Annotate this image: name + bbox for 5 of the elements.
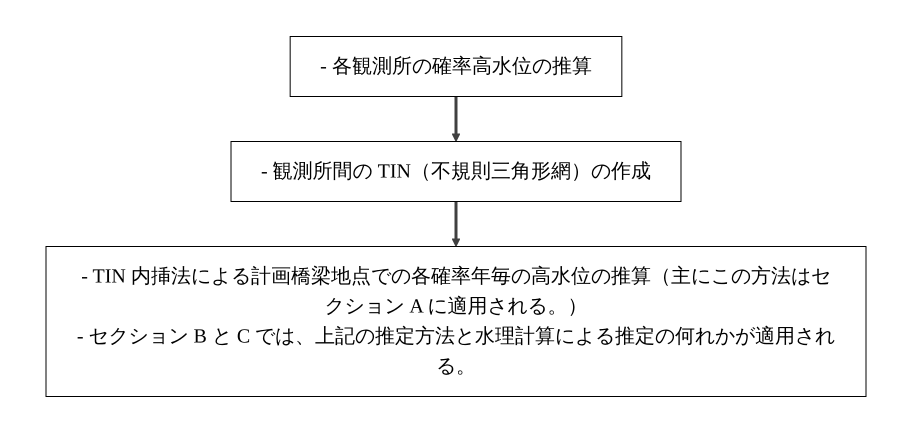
- node-box: - 観測所間の TIN（不規則三角形網）の作成: [230, 141, 682, 202]
- node-box: - TIN 内挿法による計画橋梁地点での各確率年毎の高水位の推算（主にこの方法はセクション A に適用される。） - セクション B と C では、上記の推定方法と水理計算による推定の何れかが適用される。: [46, 246, 866, 397]
- arrow: [452, 96, 460, 142]
- node-box: - 各観測所の確率高水位の推算: [290, 36, 622, 97]
- arrow: [452, 202, 460, 247]
